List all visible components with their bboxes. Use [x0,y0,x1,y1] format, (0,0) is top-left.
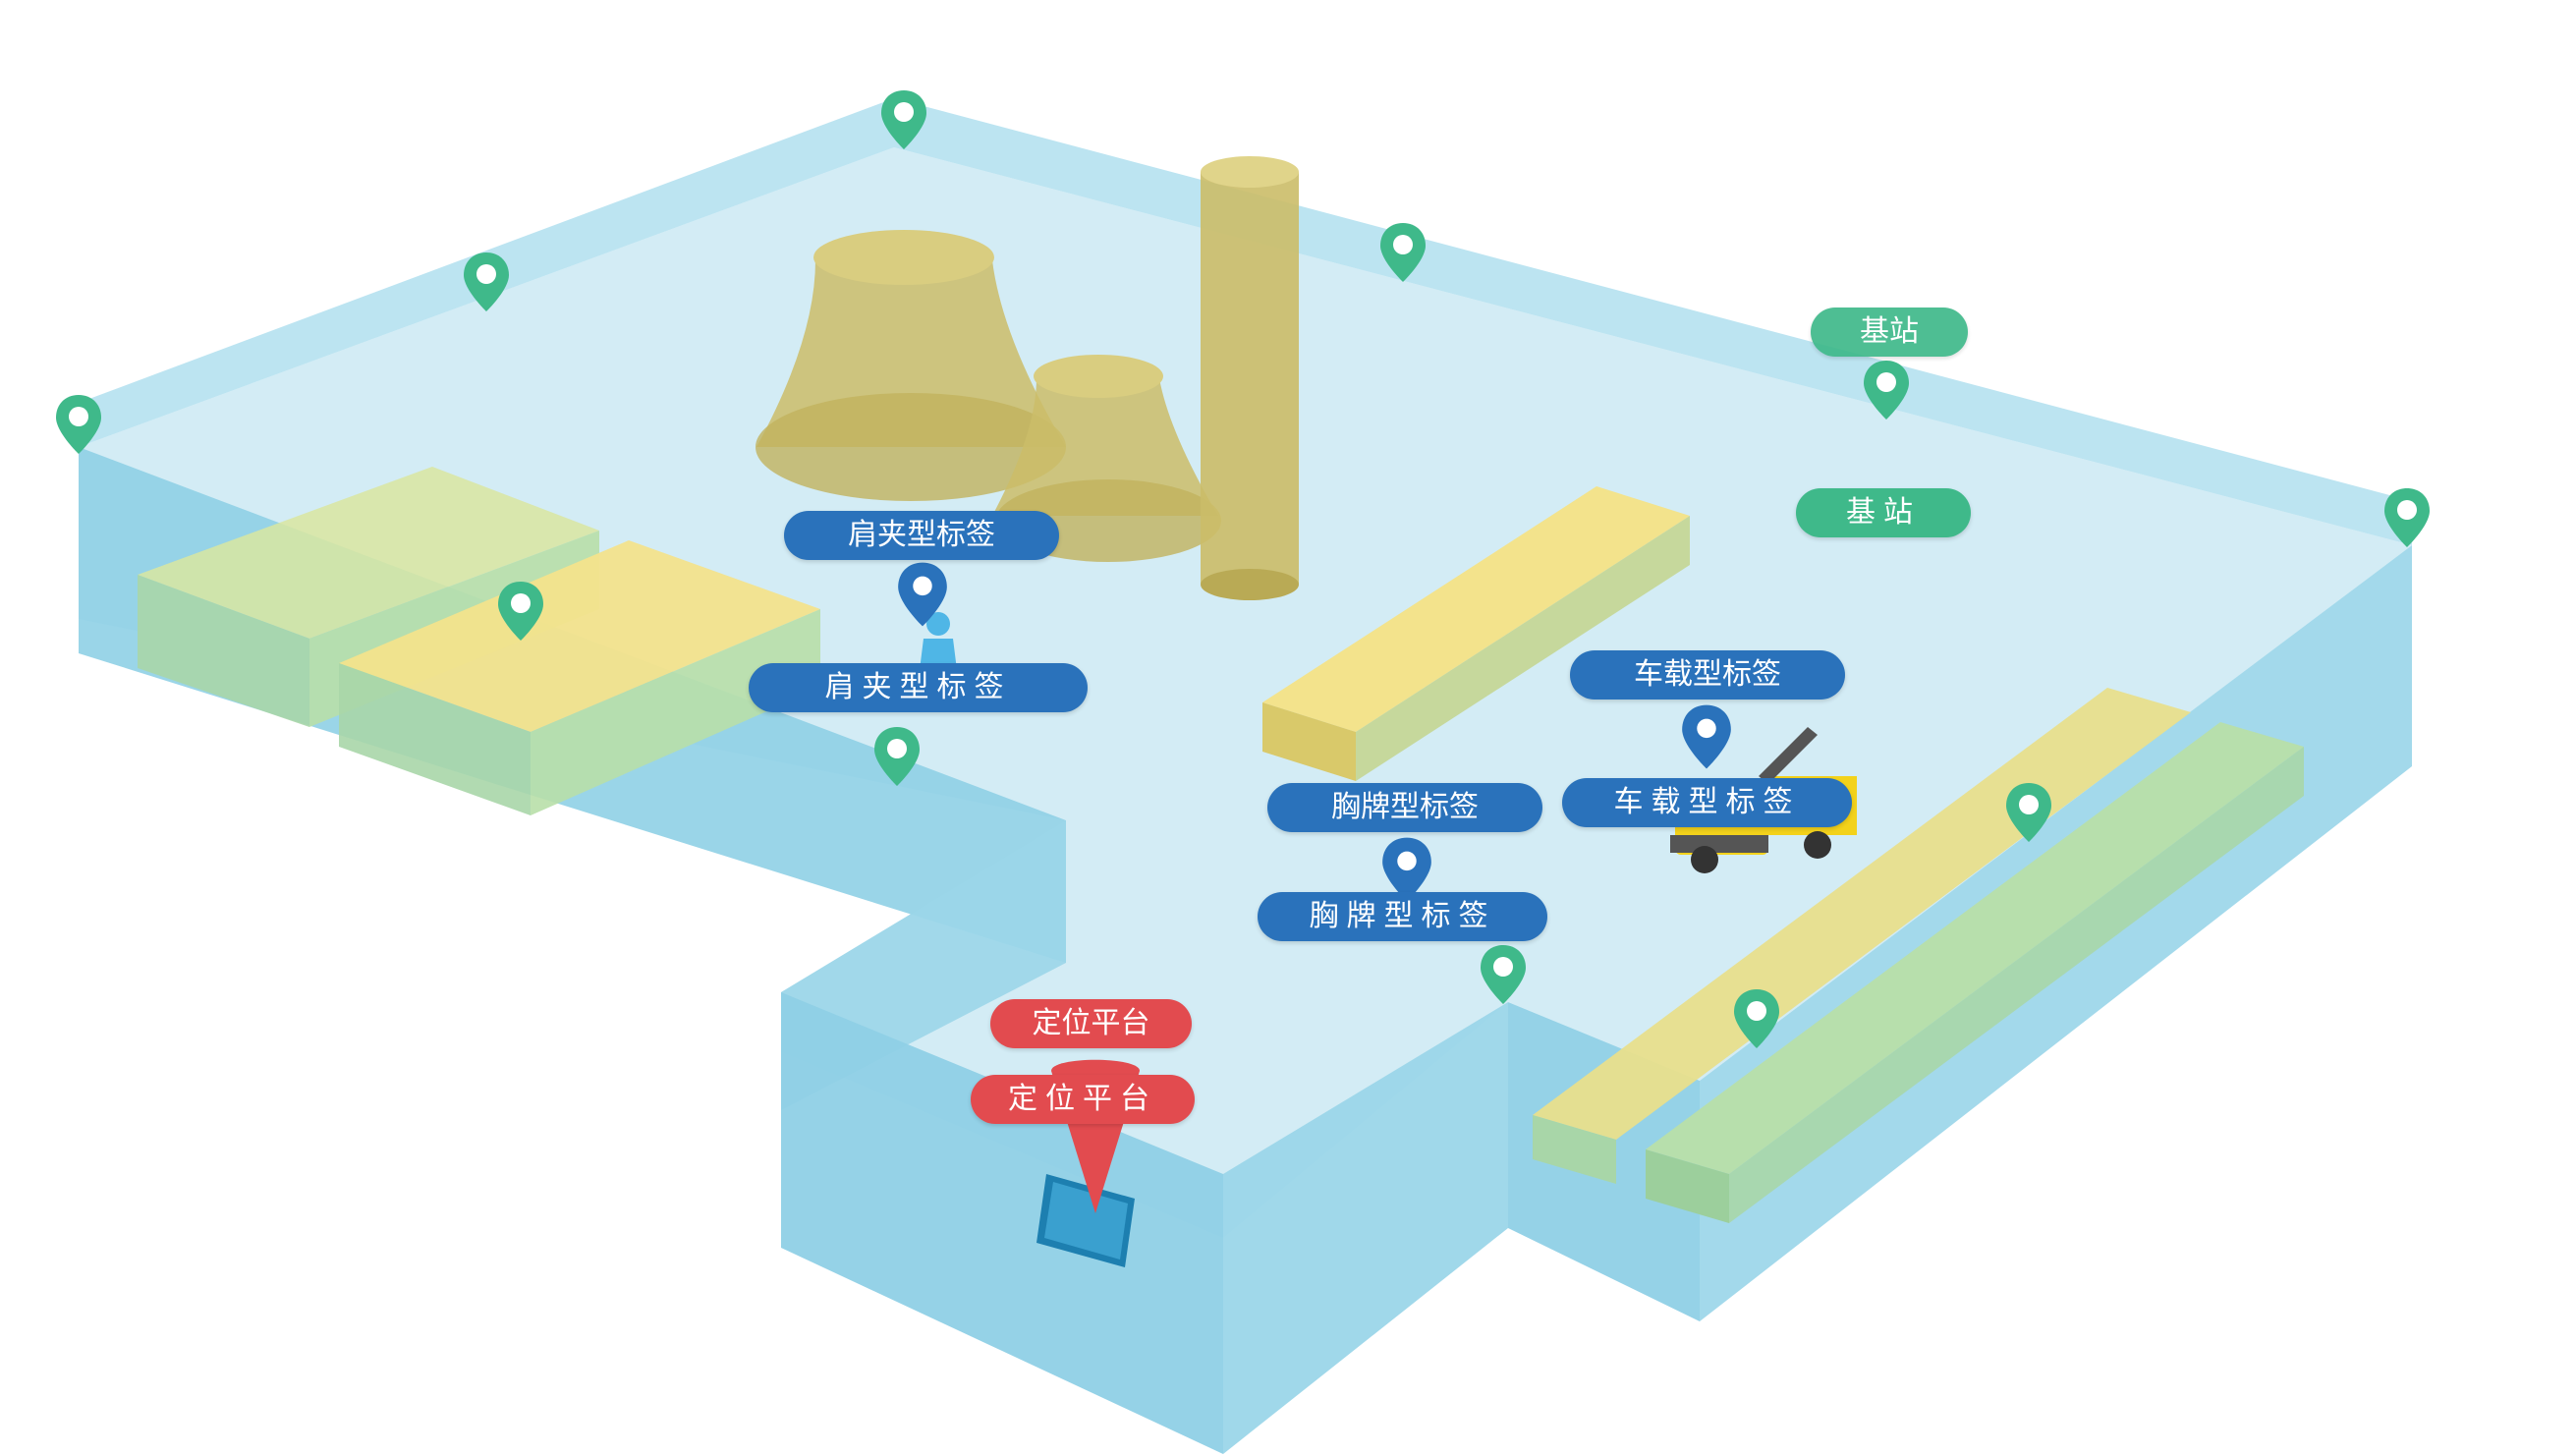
shoulder-tag-label[interactable]: 肩夹型标签 [784,511,1059,560]
building-right-1-front [1533,1115,1616,1184]
building-middle-side [1356,516,1690,781]
platform-label[interactable]: 定位平台 [990,999,1192,1048]
building-right-2-top [1646,722,2304,1174]
platform-label[interactable]: 定位平台 [971,1075,1195,1124]
building-left-1-front [138,575,309,727]
vehicle-tag-label[interactable]: 车载型标签 [1562,778,1852,827]
building-middle-top [1262,486,1690,732]
badge-tag-label[interactable]: 胸牌型标签 [1267,783,1542,832]
base-station-label[interactable]: 基站 [1796,488,1971,537]
building-left-2-top [339,540,820,732]
shoulder-tag-label[interactable]: 肩夹型标签 [749,663,1088,712]
building-right-2-front [1646,1149,1729,1223]
front-wall-bottom [781,992,1223,1454]
building-right-2-side [1729,747,2304,1223]
building-left-2-front [339,663,531,815]
monitor-icon [1036,1174,1135,1267]
base-station-label[interactable]: 基站 [1811,308,1968,357]
cooling-tower-large [756,230,1066,501]
chimney [1201,156,1299,600]
building-middle-front [1262,702,1356,781]
badge-tag-label[interactable]: 胸牌型标签 [1258,892,1547,941]
vehicle-tag-label[interactable]: 车载型标签 [1570,650,1845,700]
front-wall-bottom-right [1223,1002,1508,1454]
building-left-1-top [138,467,599,639]
building-left-2-side [531,609,820,815]
